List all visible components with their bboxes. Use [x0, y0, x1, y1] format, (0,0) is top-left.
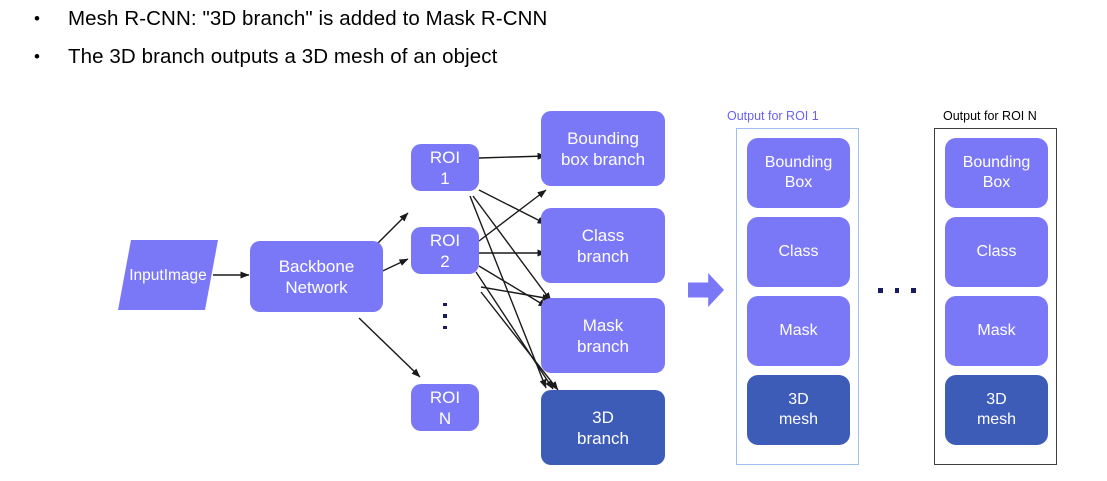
node-line-2: box branch — [560, 149, 646, 169]
node-roi-n[interactable]: ROI N — [411, 384, 479, 431]
node-line-1: Backbone — [278, 256, 355, 276]
node-mask-branch[interactable]: Mask branch — [541, 298, 665, 373]
node-line-1: ROI — [429, 147, 461, 167]
arrow-backbone-to-roin — [358, 317, 421, 378]
node-3d-branch[interactable]: 3D branch — [541, 390, 665, 465]
output-item-bounding-box[interactable]: Bounding Box — [945, 138, 1048, 208]
node-line-2: branch — [577, 428, 629, 448]
node-roi-1[interactable]: ROI 1 — [411, 144, 479, 191]
output-item-3d-mesh[interactable]: 3D mesh — [945, 375, 1048, 445]
node-input-image[interactable]: Input Image — [118, 240, 218, 310]
node-line-2: 2 — [440, 251, 450, 271]
bullet-text: Mesh R-CNN: "3D branch" is added to Mask… — [68, 7, 548, 30]
output-panel-roi1: Bounding Box Class Mask 3D mesh — [736, 128, 859, 465]
node-line-2: branch — [577, 336, 629, 356]
output-item-mask[interactable]: Mask — [945, 296, 1048, 366]
output-item-class[interactable]: Class — [747, 217, 850, 287]
output-panel-label-roi1: Output for ROI 1 — [727, 109, 819, 123]
architecture-diagram: Input Image Backbone Network ROI 1 ROI 2… — [0, 96, 1107, 481]
node-bounding-box-branch[interactable]: Bounding box branch — [541, 111, 665, 186]
out-line-1: Mask — [977, 322, 1016, 339]
node-line-2: Image — [163, 266, 207, 284]
bullet-marker-icon: • — [34, 47, 40, 66]
node-line-1: Class — [581, 225, 625, 245]
out-line-1: Class — [778, 243, 819, 260]
node-class-branch[interactable]: Class branch — [541, 208, 665, 283]
arrow-roi1-to-bbox — [478, 152, 547, 160]
arrow-roi2-to-3d — [475, 271, 554, 390]
node-line-1: Mask — [582, 315, 624, 335]
out-line-1: 3D — [986, 391, 1007, 408]
output-panel-label-roin: Output for ROI N — [943, 109, 1037, 123]
out-line-1: Mask — [779, 322, 818, 339]
arrow-layer — [213, 152, 559, 391]
output-item-class[interactable]: Class — [945, 217, 1048, 287]
out-line-2: mesh — [976, 411, 1017, 428]
out-line-1: Bounding — [764, 154, 833, 171]
node-line-1: ROI — [429, 387, 461, 407]
out-line-1: Bounding — [962, 154, 1031, 171]
node-line-2: branch — [577, 246, 629, 266]
roi-vertical-ellipsis-icon — [436, 299, 454, 333]
arrow-roi1-to-mask — [472, 195, 552, 302]
panel-horizontal-ellipsis-icon — [872, 281, 922, 299]
node-line-2: 1 — [440, 168, 450, 188]
bullet-list: • Mesh R-CNN: "3D branch" is added to Ma… — [0, 0, 1107, 76]
output-item-mask[interactable]: Mask — [747, 296, 850, 366]
node-roi-2[interactable]: ROI 2 — [411, 227, 479, 274]
bullet-item: • Mesh R-CNN: "3D branch" is added to Ma… — [0, 0, 1107, 38]
arrow-roin-to-3d — [480, 291, 559, 391]
out-line-1: Class — [976, 243, 1017, 260]
bullet-item: • The 3D branch outputs a 3D mesh of an … — [0, 38, 1107, 76]
out-line-2: Box — [982, 174, 1011, 191]
arrow-roi2-to-bbox — [478, 189, 547, 242]
out-line-2: mesh — [778, 411, 819, 428]
output-panel-roin: Bounding Box Class Mask 3D mesh — [934, 128, 1057, 465]
output-item-3d-mesh[interactable]: 3D mesh — [747, 375, 850, 445]
node-line-1: 3D — [592, 407, 614, 427]
out-line-2: Box — [784, 174, 813, 191]
node-backbone-network[interactable]: Backbone Network — [250, 241, 383, 312]
node-line-1: ROI — [429, 230, 461, 250]
node-line-1: Bounding — [567, 128, 639, 148]
arrow-roi1-to-class — [478, 189, 547, 225]
node-line-2: N — [438, 408, 452, 428]
out-line-1: 3D — [788, 391, 809, 408]
arrow-roi2-to-mask — [478, 265, 548, 308]
bullet-marker-icon: • — [34, 9, 40, 28]
bullet-text: The 3D branch outputs a 3D mesh of an ob… — [68, 45, 498, 68]
output-item-bounding-box[interactable]: Bounding Box — [747, 138, 850, 208]
node-line-1: Input — [129, 266, 164, 284]
node-line-2: Network — [285, 277, 348, 297]
arrow-roin-to-mask — [480, 286, 552, 302]
